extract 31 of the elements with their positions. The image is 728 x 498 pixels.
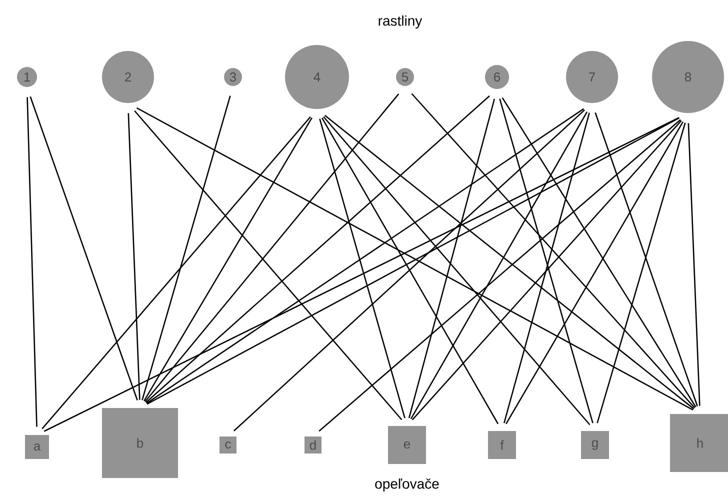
edge-line	[408, 98, 496, 418]
edge-line	[411, 93, 696, 408]
pollinator-square: e	[388, 426, 426, 464]
edge-line	[596, 122, 686, 424]
group-label: rastliny	[378, 15, 422, 29]
pollinator-square: f	[488, 431, 516, 459]
edge-line	[688, 123, 700, 406]
edge-line	[146, 108, 584, 404]
pollinator-square: c	[220, 436, 236, 454]
edge-line	[144, 117, 312, 402]
edge-line	[505, 122, 684, 424]
edge-line	[42, 116, 311, 430]
pollinator-square: a	[25, 435, 49, 459]
edge-line	[233, 109, 586, 432]
group-label: opeľovače	[375, 478, 439, 492]
edge-line	[412, 120, 682, 420]
pollinator-square: g	[581, 431, 609, 459]
edge-line	[502, 97, 696, 408]
edge-line	[146, 95, 490, 403]
edge-line	[321, 118, 499, 424]
edge-line	[26, 97, 38, 427]
edge-line	[319, 118, 406, 418]
edge-line	[323, 116, 590, 426]
edge-line	[44, 117, 680, 432]
pollinator-square: b	[102, 408, 178, 478]
edge-line	[142, 96, 231, 400]
pollinator-square: d	[304, 436, 322, 454]
edge-line	[128, 113, 140, 400]
edge-line	[30, 96, 138, 400]
edge-line	[410, 112, 588, 420]
edge-line	[594, 112, 698, 406]
